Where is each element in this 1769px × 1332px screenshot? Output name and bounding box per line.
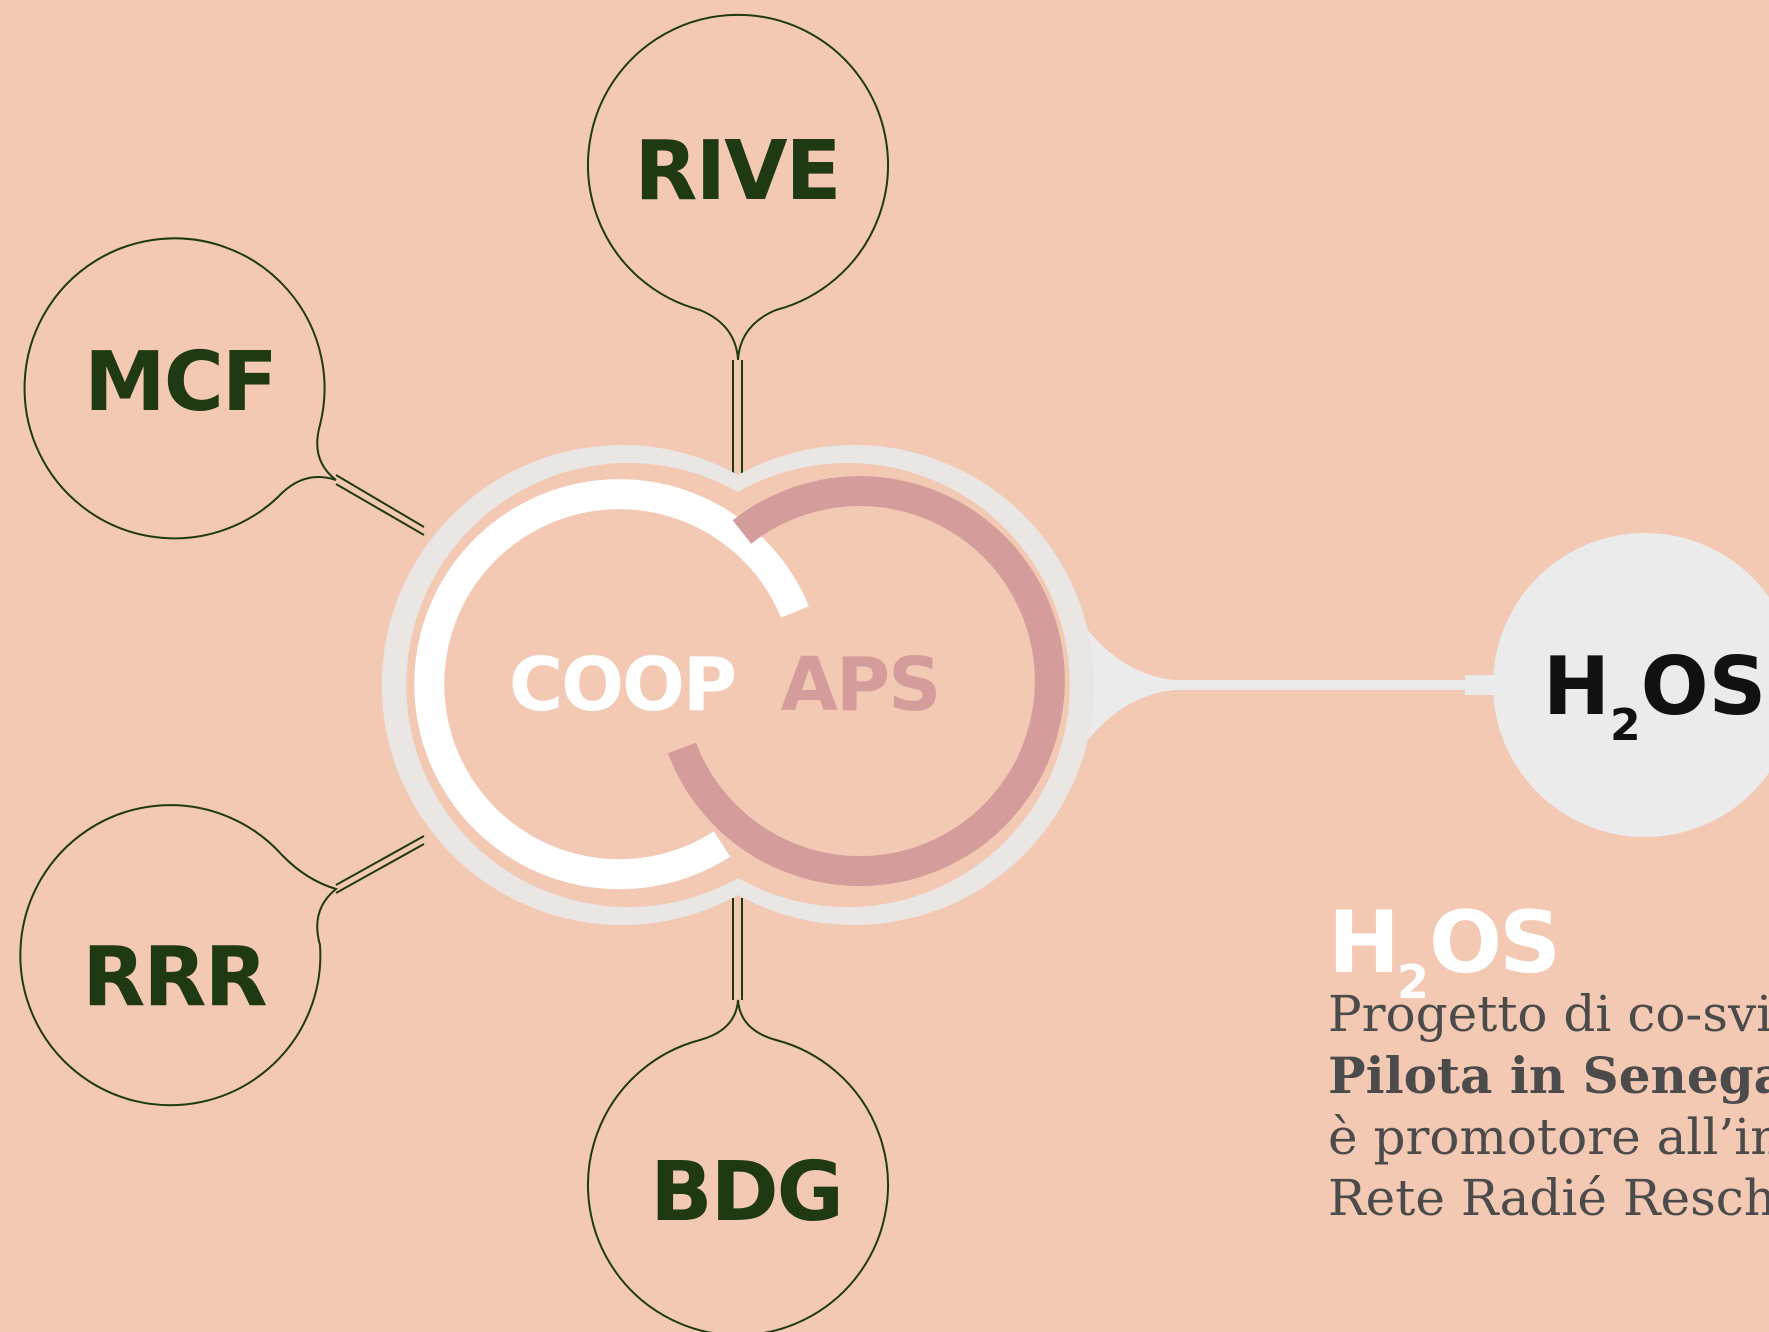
h2os-node[interactable]: H2OS — [1080, 533, 1769, 837]
info-title: H2OS — [1328, 893, 1561, 1009]
coop-ring — [414, 479, 809, 890]
node-label-mcf: MCF — [84, 335, 276, 430]
center-label-coop: COOP — [509, 642, 735, 728]
info-line-4: Rete Radié Resch. — [1328, 1169, 1769, 1227]
info-line-1: Progetto di co-svilu — [1328, 985, 1769, 1043]
node-mcf[interactable]: MCF — [23, 237, 337, 540]
info-line-2: Pilota in Senegal d — [1328, 1046, 1769, 1105]
aps-ring — [667, 476, 1065, 887]
connectors — [335, 360, 743, 1000]
inner-fill — [406, 462, 1070, 908]
node-label-bdg: BDG — [650, 1145, 842, 1240]
info-line-3: è promotore all’inte — [1328, 1108, 1769, 1166]
node-bdg[interactable]: BDG — [587, 999, 889, 1332]
info-panel: H2OS Progetto di co-svilu Pilota in Sene… — [1328, 900, 1769, 1229]
node-rive[interactable]: RIVE — [587, 13, 889, 361]
node-label-rive: RIVE — [634, 124, 839, 219]
node-rrr[interactable]: RRR — [19, 804, 339, 1107]
node-label-rrr: RRR — [82, 930, 266, 1025]
h2os-node-label: H2OS — [1543, 640, 1766, 751]
center-label-aps: APS — [781, 642, 940, 728]
info-description: Progetto di co-svilu Pilota in Senegal d… — [1328, 984, 1769, 1229]
center-hub: COOP APS — [381, 444, 1095, 925]
